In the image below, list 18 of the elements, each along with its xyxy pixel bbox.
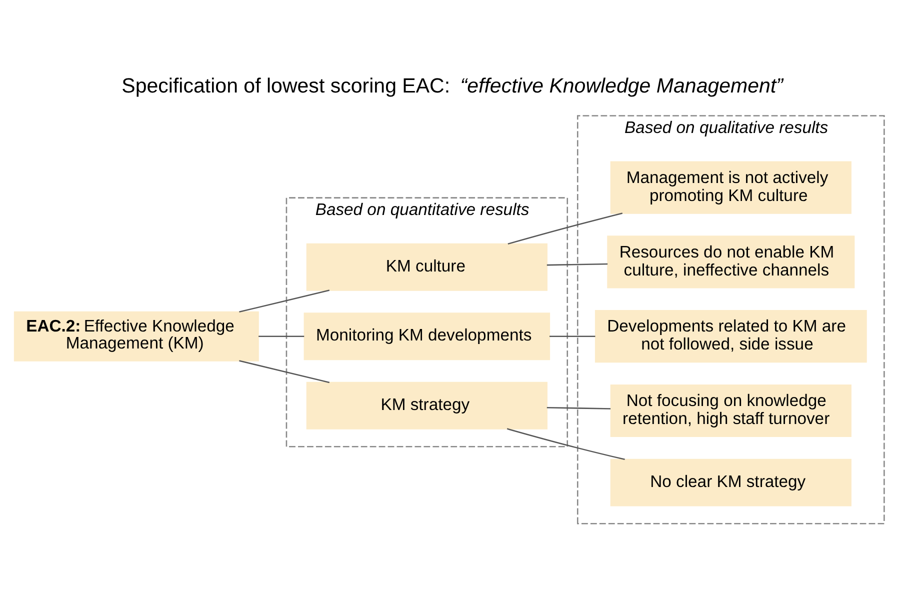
node-box: Management is not actively promoting KM culture: [610, 161, 851, 214]
connector: [549, 336, 595, 337]
connector: [258, 336, 304, 337]
connector: [507, 212, 622, 245]
diagram-title: Specification of lowest scoring EAC: “effective Knowledge Management”: [121, 74, 783, 98]
node-box: KM culture: [306, 243, 547, 291]
node-box: Resources do not enable KM culture, ineffective channels: [606, 236, 854, 288]
node-box: KM strategy: [306, 382, 547, 430]
node-box: EAC.2: Effective Knowledge Management (KM): [13, 311, 258, 362]
connector: [506, 428, 624, 460]
node-box: No clear KM strategy: [610, 458, 851, 506]
connector: [238, 360, 330, 384]
node-box: Monitoring KM developments: [303, 312, 550, 360]
connector: [546, 263, 608, 266]
connector: [546, 407, 610, 410]
connector: [238, 290, 330, 313]
node-box: Developments related to KM are not followed, side issue: [594, 310, 866, 363]
node-box: Not focusing on knowledge retention, high staff turnover: [610, 384, 851, 438]
